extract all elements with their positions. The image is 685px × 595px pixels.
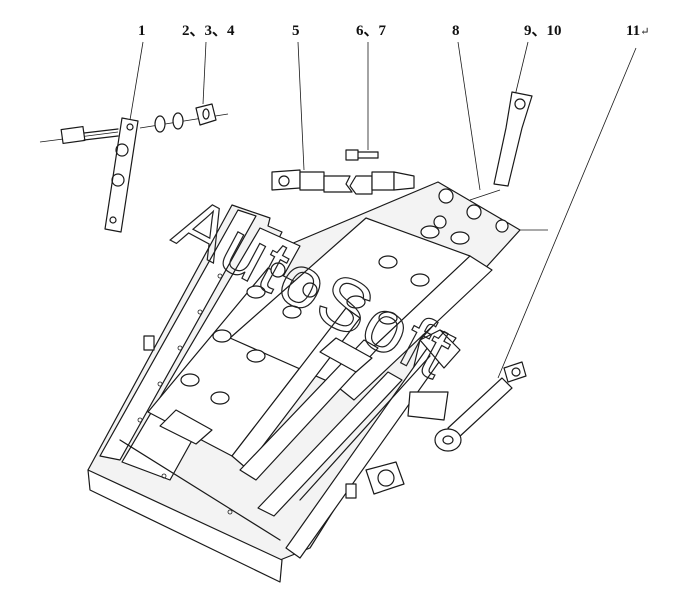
callout-8: 8: [452, 23, 460, 39]
callout-11: 11↵: [626, 24, 649, 39]
callout-5: 5: [292, 23, 300, 39]
paragraph-mark-icon: ↵: [640, 26, 650, 38]
callout-1: 1: [138, 23, 146, 39]
callout-6-7: 6、7: [356, 23, 387, 39]
part-6-7-bolt: [345, 149, 379, 161]
callout-9-10: 9、10: [524, 23, 562, 39]
callout-2-3-4: 2、3、4: [182, 23, 235, 39]
part-5-cable: [271, 169, 415, 195]
battery-tray: [87, 181, 521, 583]
part-9-10-strap: [469, 91, 548, 231]
callout-11-number: 11: [626, 23, 641, 39]
part-2-4-washers-nut: [139, 103, 229, 133]
part-1-terminal-strap: [39, 117, 139, 233]
leader-lines: [124, 41, 637, 379]
part-11-switch-cable: [434, 361, 527, 452]
